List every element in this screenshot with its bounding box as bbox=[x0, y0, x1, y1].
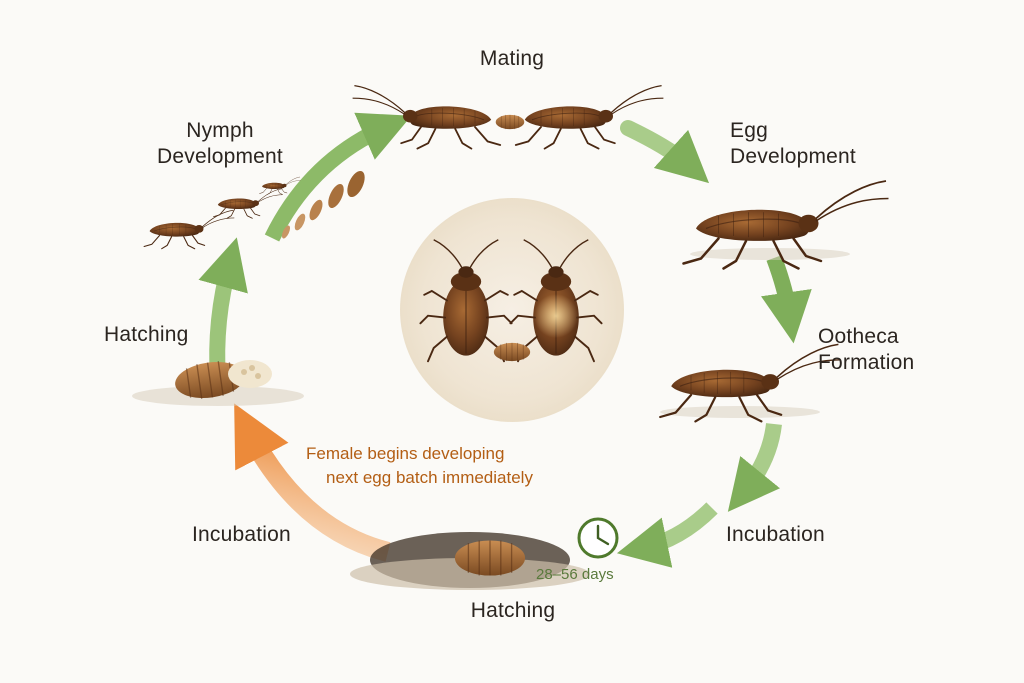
ootheca-icon bbox=[454, 539, 526, 577]
arrow-incubation-to-hatching-orange bbox=[234, 403, 391, 562]
label-mating: Mating bbox=[479, 47, 545, 70]
arrow-egg-to-ootheca bbox=[761, 255, 812, 344]
center-mating-illustration bbox=[400, 198, 624, 422]
label-hatching-left: Hatching bbox=[104, 323, 189, 346]
arrow-mating-to-egg bbox=[620, 120, 710, 184]
note-next-egg-batch: Female begins developing next egg batch … bbox=[306, 442, 533, 490]
buried-ootheca-illustration bbox=[350, 532, 590, 590]
arrow-nymph-to-mating bbox=[264, 112, 412, 242]
arrow-incubation-to-clock bbox=[616, 502, 718, 568]
nymph-development-illustration bbox=[143, 170, 365, 250]
duration-label: 28–56 days bbox=[536, 566, 614, 583]
label-nymph-development-line2: Development bbox=[157, 145, 283, 168]
label-hatching-bottom: Hatching bbox=[470, 599, 556, 622]
label-egg-development-line2: Development bbox=[730, 145, 856, 168]
arrow-ootheca-to-incubation bbox=[727, 422, 782, 512]
label-ootheca-formation-line2: Formation bbox=[818, 351, 915, 374]
clock-icon bbox=[577, 517, 619, 559]
label-nymph-development: Nymph Development bbox=[130, 118, 310, 170]
label-incubation-right: Incubation bbox=[726, 523, 825, 546]
ootheca-formation-illustration bbox=[659, 343, 842, 423]
label-ootheca-formation: Ootheca Formation bbox=[818, 324, 914, 376]
hatching-ootheca-illustration bbox=[132, 357, 304, 406]
label-ootheca-formation-line1: Ootheca bbox=[818, 325, 899, 348]
ootheca-icon bbox=[495, 114, 525, 130]
cockroach-icon bbox=[143, 209, 235, 250]
note-line2: next egg batch immediately bbox=[326, 468, 533, 487]
label-egg-development: Egg Development bbox=[730, 118, 856, 170]
label-incubation-left: Incubation bbox=[192, 523, 291, 546]
cockroach-icon bbox=[213, 188, 283, 219]
note-line1: Female begins developing bbox=[306, 444, 505, 463]
egg-development-illustration bbox=[682, 179, 890, 270]
mating-illustration bbox=[351, 84, 665, 150]
ootheca-icon bbox=[493, 342, 531, 362]
label-nymph-development-line1: Nymph bbox=[186, 119, 254, 142]
label-egg-development-line1: Egg bbox=[730, 119, 768, 142]
